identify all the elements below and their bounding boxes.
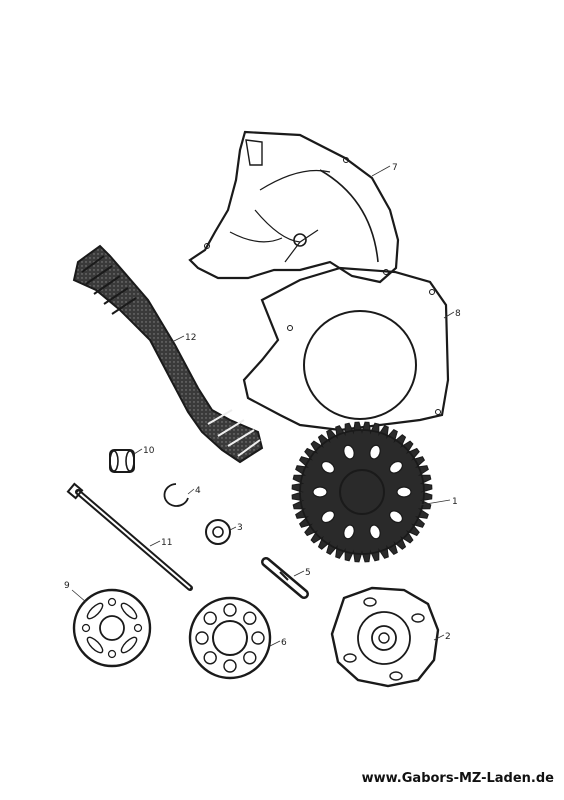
part-1-rear-sprocket [291, 421, 433, 563]
callout-5: 5 [305, 568, 311, 578]
damper-hole [251, 631, 265, 645]
leader-5 [293, 570, 305, 577]
part-4-circlip [163, 483, 189, 507]
sprocket-lightening-hole [389, 510, 403, 524]
leader-1 [419, 499, 451, 506]
part-8-chain-case-lower [242, 266, 450, 432]
callout-2: 2 [445, 632, 451, 642]
flange-slot [120, 602, 138, 620]
callout-8: 8 [455, 309, 461, 319]
part-12-chain-hose [72, 244, 264, 464]
callout-7: 7 [392, 163, 398, 173]
callout-10: 10 [143, 446, 155, 456]
sprocket-teeth [291, 421, 433, 563]
callouts: 7 8 12 1 10 4 3 11 5 9 6 2 [64, 163, 461, 648]
watermark-url: www.Gabors-MZ-Laden.de [361, 771, 554, 786]
leader-lines [71, 165, 455, 647]
part-5-stud [261, 557, 309, 599]
damper-hole [195, 631, 209, 645]
damper-hole [223, 659, 237, 673]
callout-11: 11 [161, 538, 172, 548]
callout-12: 12 [185, 333, 196, 343]
leader-8 [443, 311, 455, 319]
callout-4: 4 [195, 486, 201, 496]
leader-12 [171, 335, 185, 343]
callout-1: 1 [452, 497, 458, 507]
sprocket-lightening-hole [312, 486, 328, 498]
sprocket-lightening-hole [343, 524, 355, 540]
flange-bolt-hole [107, 597, 117, 607]
callout-3: 3 [237, 523, 243, 533]
leader-6 [269, 640, 281, 647]
flange-slot [86, 636, 104, 654]
leader-7 [371, 165, 391, 177]
damper-hole [243, 651, 257, 665]
part-10-spacer [109, 449, 135, 473]
part-9-flange [72, 588, 152, 668]
callout-6: 6 [281, 638, 287, 648]
callout-9: 9 [64, 581, 70, 591]
damper-hole [203, 651, 217, 665]
flange-bolt-hole [107, 649, 117, 659]
flange-bolt-hole [81, 623, 91, 633]
leader-2 [433, 634, 445, 641]
damper-hole [203, 611, 217, 625]
part-3-bearing [205, 519, 231, 545]
leader-9 [71, 589, 87, 603]
part-2-sprocket-carrier [330, 586, 440, 688]
part-6-damper-ring [188, 596, 272, 680]
sprocket-lightening-hole [321, 460, 335, 474]
sprocket-lightening-hole [396, 486, 412, 498]
sprocket-lightening-hole [343, 444, 355, 460]
leader-11 [149, 540, 161, 547]
flange-bolt-hole [133, 623, 143, 633]
sprocket-lightening-hole [369, 524, 381, 540]
leader-3 [229, 526, 237, 531]
sprocket-lightening-hole [321, 510, 335, 524]
leader-4 [187, 488, 195, 495]
sprocket-lightening-hole [369, 444, 381, 460]
leader-10 [133, 448, 143, 455]
damper-hole [223, 603, 237, 617]
flange-slot [120, 636, 138, 654]
part-7-chain-case-cover [188, 130, 400, 284]
sprocket-lightening-hole [389, 460, 403, 474]
part-11-axle-bolt [66, 482, 193, 591]
damper-hole [243, 611, 257, 625]
flange-slot [86, 602, 104, 620]
